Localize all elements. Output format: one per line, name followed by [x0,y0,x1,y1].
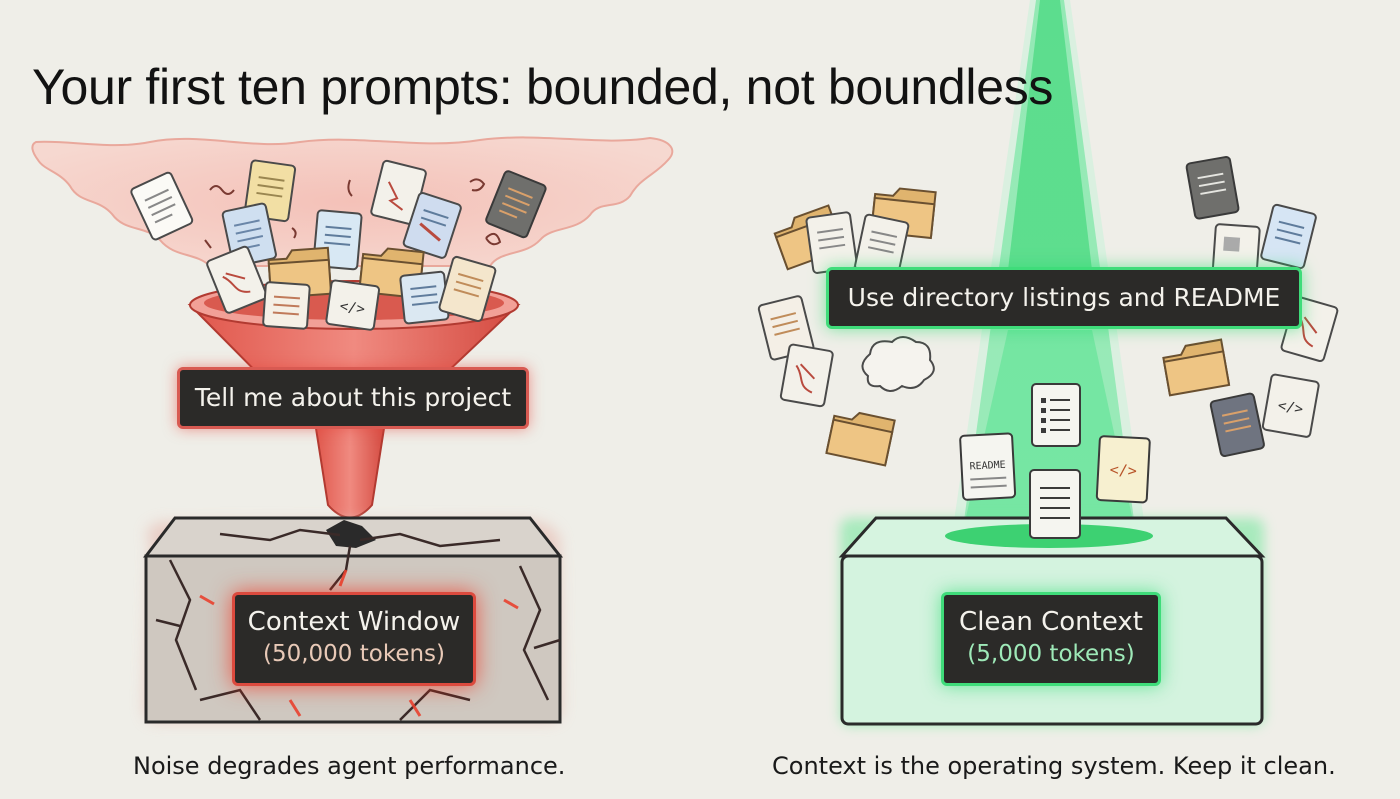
svg-text:</>: </> [1277,398,1305,418]
page-title: Your first ten prompts: bounded, not bou… [32,59,1054,115]
document-icon [779,343,834,408]
caption-left: Noise degrades agent performance. [133,752,566,780]
list-file-icon [1031,383,1081,447]
clean-context-tokens: (5,000 tokens) [967,641,1135,667]
document-icon [854,213,910,279]
cloud-icon [861,336,935,392]
context-window-title: Context Window [247,607,461,637]
document-icon [805,211,858,274]
document-icon [438,255,497,323]
code-file-icon: </> [1095,435,1151,504]
context-window-tokens: (50,000 tokens) [262,641,446,667]
caption-right: Context is the operating system. Keep it… [772,752,1336,780]
document-icon [485,170,547,239]
document-icon [1209,392,1265,458]
code-file-icon: </> [325,279,381,331]
document-icon [262,281,311,330]
clean-context-label: Clean Context (5,000 tokens) [941,592,1161,686]
document-icon [1029,469,1081,539]
prompt-label-vague: Tell me about this project [177,367,529,429]
noise-scribbles [204,178,502,249]
document-icon [130,171,194,241]
prompt-label-bounded: Use directory listings and README [826,267,1302,329]
folder-icon [1162,338,1231,397]
document-icon [1185,155,1240,220]
document-icon [206,245,268,314]
context-window-label: Context Window (50,000 tokens) [232,592,476,686]
readme-file-icon: README [959,432,1017,501]
code-label: </> [1109,461,1137,480]
document-icon [1260,203,1317,270]
code-file-icon: </> [1261,373,1320,438]
svg-text:</>: </> [339,298,366,317]
folder-icon [825,411,896,467]
clean-context-title: Clean Context [959,607,1143,637]
readme-label: README [969,460,1006,473]
